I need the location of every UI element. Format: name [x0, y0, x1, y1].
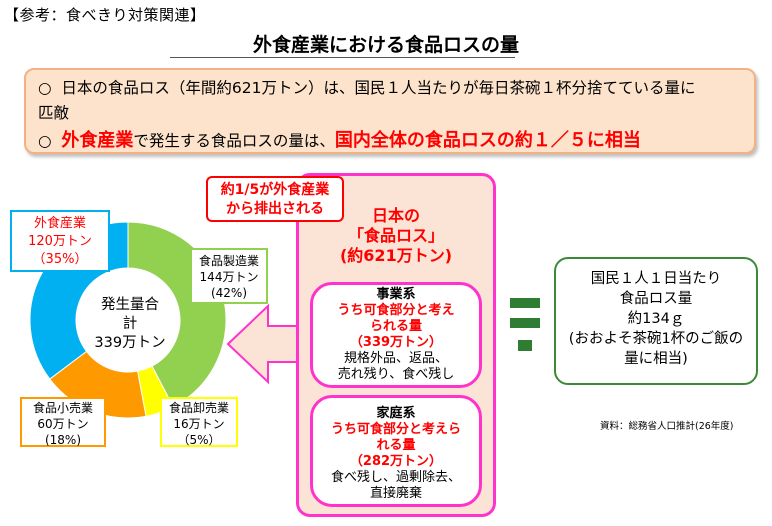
household-detail-1: 食べ残し、過剰除去、	[330, 470, 461, 485]
household-red-1: うち可食部分と考えら	[330, 422, 461, 437]
label-retail-name: 食品小売業	[32, 401, 93, 415]
business-sector-box: 事業系 うち可食部分と考え られる量 （339万トン） 規格外品、返品、 売れ残…	[310, 282, 482, 388]
household-heading: 家庭系	[376, 406, 416, 421]
pie-center-label: 発生量合 計 339万トン	[80, 296, 180, 353]
main-title-line-1: 日本の	[371, 206, 420, 225]
per-capita-box: 国民１人１日当たり 食品ロス量 約134ｇ (おおよそ茶碗1杯のご飯の 量に相当…	[554, 257, 758, 385]
label-wholesale-name: 食品卸売業	[168, 401, 229, 415]
summary-box: ○ 日本の食品ロス（年間約621万トン）は、国民１人当たりが毎日茶碗１杯分捨てて…	[24, 68, 756, 154]
highlight-restaurant-industry: 外食産業	[61, 130, 134, 151]
label-retail-value: 60万トン	[37, 417, 89, 431]
equal-sign-bottom	[518, 340, 532, 351]
summary-line-2: ○ 外食産業で発生する食品ロスの量は、国内全体の食品ロスの約１／５に相当	[38, 128, 744, 154]
one-fifth-callout: 約1/5が外食産業 から排出される	[206, 176, 344, 222]
business-red-2: られる量	[369, 319, 422, 334]
label-restaurant-name: 外食産業	[33, 216, 86, 231]
label-wholesale-pct: （5%）	[177, 433, 221, 447]
label-wholesale: 食品卸売業 16万トン （5%）	[160, 397, 238, 447]
title-underline	[170, 57, 515, 58]
household-detail-2: 直接廃棄	[369, 486, 422, 501]
bullet: ○	[38, 132, 52, 150]
per-capita-line-4: (おおよそ茶碗1杯のご飯の	[568, 331, 744, 347]
highlight-one-fifth: 国内全体の食品ロスの約１／５に相当	[334, 130, 641, 151]
label-manufacturing-name: 食品製造業	[198, 254, 259, 268]
household-red-2: れる量	[376, 438, 416, 453]
equal-sign-top	[510, 298, 540, 308]
summary-line-1-text: 日本の食品ロス（年間約621万トン）は、国民１人当たりが毎日茶碗１杯分捨てている…	[61, 79, 696, 97]
pie-center-line-2: 計	[122, 316, 138, 332]
household-amount: （282万トン）	[349, 454, 443, 469]
label-wholesale-value: 16万トン	[173, 417, 225, 431]
business-detail-2: 売れ残り、食べ残し	[337, 367, 455, 382]
callout-line-1: 約1/5が外食産業	[220, 182, 330, 198]
household-sector-box: 家庭系 うち可食部分と考えら れる量 （282万トン） 食べ残し、過剰除去、 直…	[310, 395, 482, 507]
reference-tag: 【参考：食べきり対策関連】	[4, 6, 206, 24]
label-restaurant: 外食産業 120万トン （35%）	[10, 210, 110, 272]
pie-center-line-1: 発生量合	[101, 297, 159, 313]
pie-center-line-3: 339万トン	[94, 335, 166, 351]
business-heading: 事業系	[376, 287, 416, 302]
label-restaurant-value: 120万トン	[28, 234, 92, 249]
equal-sign-mid	[510, 318, 540, 328]
summary-line-1: ○ 日本の食品ロス（年間約621万トン）は、国民１人当たりが毎日茶碗１杯分捨てて…	[38, 76, 744, 126]
per-capita-line-3: 約134ｇ	[627, 311, 685, 327]
per-capita-line-2: 食品ロス量	[619, 291, 693, 307]
label-retail: 食品小売業 60万トン (18%)	[20, 397, 106, 447]
main-title-line-2: 「食品ロス」	[347, 226, 444, 245]
business-amount: （339万トン）	[349, 335, 443, 350]
summary-line-2-mid: で発生する食品ロスの量は、	[133, 132, 335, 150]
business-detail-1: 規格外品、返品、	[343, 351, 448, 366]
label-restaurant-pct: （35%）	[32, 252, 88, 267]
label-manufacturing-value: 144万トン	[199, 270, 259, 284]
bullet: ○	[38, 79, 52, 97]
label-manufacturing-pct: (42%)	[210, 286, 248, 300]
callout-line-2: から排出される	[226, 201, 324, 217]
japan-food-loss-title: 日本の 「食品ロス」 (約621万トン)	[296, 206, 496, 266]
business-red-1: うち可食部分と考え	[337, 303, 455, 318]
per-capita-line-5: 量に相当)	[624, 351, 688, 367]
label-manufacturing: 食品製造業 144万トン (42%)	[190, 248, 268, 304]
label-retail-pct: (18%)	[44, 433, 82, 447]
source-note: 資料：総務省人口推計(26年度)	[600, 421, 734, 432]
page-title: 外食産業における食品ロスの量	[252, 34, 519, 56]
main-title-line-3: (約621万トン)	[339, 246, 453, 265]
summary-line-1-cont: 匹敵	[38, 104, 70, 122]
per-capita-line-1: 国民１人１日当たり	[590, 271, 722, 287]
